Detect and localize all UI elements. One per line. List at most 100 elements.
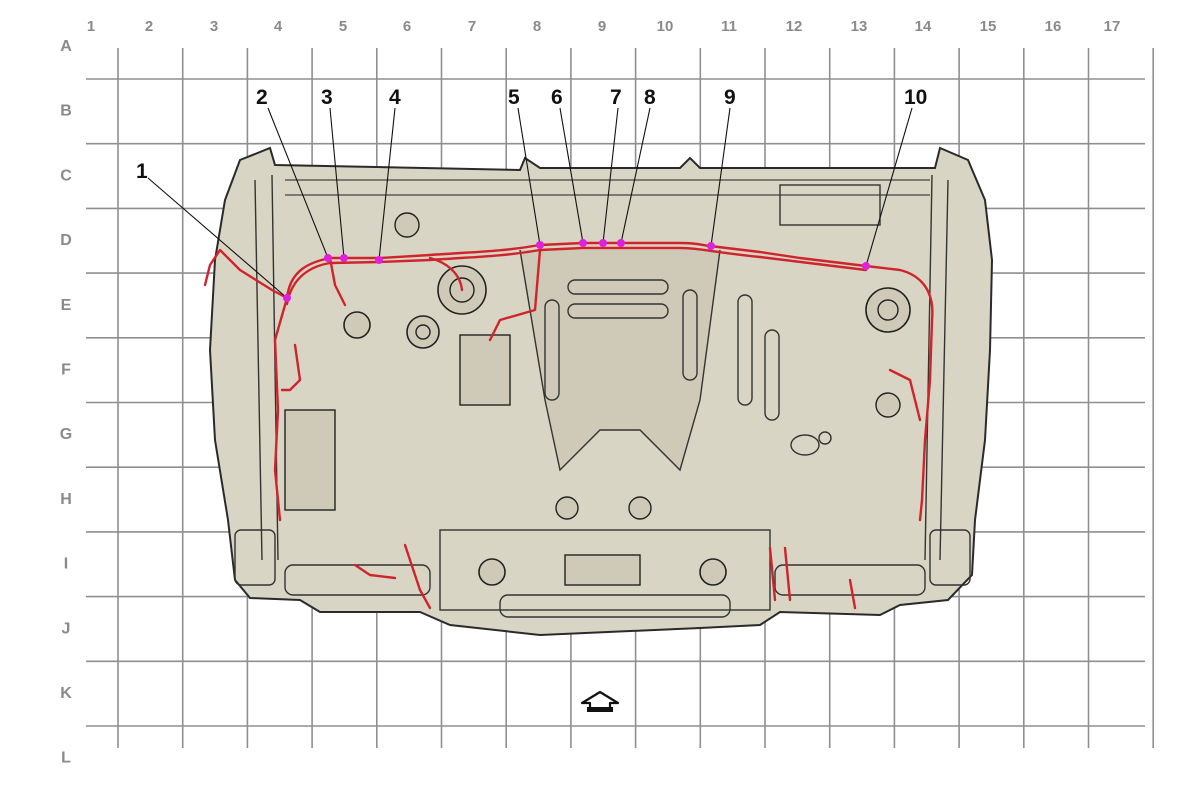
battery-tray [284,409,336,511]
leader-line-3 [329,107,345,259]
reservoir-cap [343,311,371,339]
callout-2: 2 [256,86,268,109]
callout-3: 3 [321,86,333,109]
front-arrow-icon [580,690,620,712]
row-label: E [61,297,72,314]
harness-lower-right [768,546,792,602]
panel-rib-left [544,299,560,401]
column-label: 6 [403,18,411,35]
leader-line-6 [559,107,584,244]
harness-upper-trunk [285,246,868,306]
row-label: J [62,620,71,637]
service-hole [790,434,820,456]
connector-points [283,239,870,302]
mount-center-right [628,496,652,520]
row-label: I [64,556,68,573]
row-label: K [60,685,72,702]
column-label: 11 [721,18,737,35]
panel-slot-2 [567,303,669,319]
connector-7 [599,239,607,247]
right-rail [924,174,949,561]
harness-left-branch [280,343,302,392]
harness-lower-left [403,543,432,610]
leader-line-10 [865,107,913,267]
fill-cap [394,212,420,238]
column-label: 13 [851,18,868,35]
row-label: F [61,362,71,379]
leader-line-5 [517,107,541,246]
connector-1 [283,294,291,302]
strut-mount-right [865,287,911,333]
harness-lower-left-2 [353,563,397,580]
column-label: 1 [87,18,95,35]
column-label: 12 [786,18,803,35]
column-label: 7 [468,18,476,35]
front-bumper-beam [499,594,731,618]
service-hole-2 [818,431,832,445]
row-label: B [60,103,72,120]
callout-7: 7 [610,86,622,109]
harness-left-loop [203,248,289,300]
column-label: 3 [210,18,218,35]
column-label: 17 [1104,18,1121,35]
callout-6: 6 [551,86,563,109]
strut-mount-left [406,315,440,349]
leader-line-8 [620,107,651,244]
leader-line-1 [147,177,288,299]
front-cross-member [285,179,930,196]
column-label: 9 [598,18,606,35]
column-label: 16 [1045,18,1062,35]
callout-5: 5 [508,86,520,109]
callout-10: 10 [904,86,927,109]
connector-9 [707,242,715,250]
row-label: L [61,750,71,767]
mount-bottom-left [478,558,506,586]
connector-5 [536,241,544,249]
connector-3 [340,254,348,262]
subframe [439,529,771,611]
center-tunnel [519,249,721,472]
ecu-box [459,334,511,406]
connector-2 [324,254,332,262]
strut-mount-right-inner [877,299,899,321]
row-label: C [60,167,72,184]
connector-6 [579,239,587,247]
row-label: H [60,491,72,508]
callout-9: 9 [724,86,736,109]
column-label: 14 [915,18,932,35]
connector-10 [862,262,870,270]
panel-slot-1 [567,279,669,295]
callout-labels: 1 2 3 4 5 6 7 8 9 10 [136,86,927,183]
connector-8 [617,239,625,247]
harness-lower-far-right [848,578,857,610]
panel-rib-right [737,294,753,406]
leader-line-2 [267,107,329,259]
leader-line-7 [602,107,619,244]
harness-left-drop [273,296,289,522]
column-label: 8 [533,18,541,35]
harness-center-branch [488,248,542,342]
column-label: 5 [339,18,347,35]
panel-rib-center [682,289,698,381]
row-label: A [60,38,72,55]
right-lower-arm [774,564,926,596]
leader-lines [147,107,913,299]
harness-connector-2 [328,256,347,307]
steering-rack [564,554,641,586]
column-label: 10 [657,18,674,35]
brake-booster-inner [449,277,475,303]
connector-4 [375,256,383,264]
leader-line-4 [378,107,396,261]
leader-line-9 [710,107,731,247]
callout-1: 1 [136,160,148,183]
column-label: 15 [980,18,997,35]
harness-right-drop [918,318,934,522]
mount-bottom-right [699,558,727,586]
column-label: 2 [145,18,153,35]
right-fuse-box [779,184,881,226]
panel-rib-right-2 [764,329,780,421]
left-lower-arm [284,564,431,596]
